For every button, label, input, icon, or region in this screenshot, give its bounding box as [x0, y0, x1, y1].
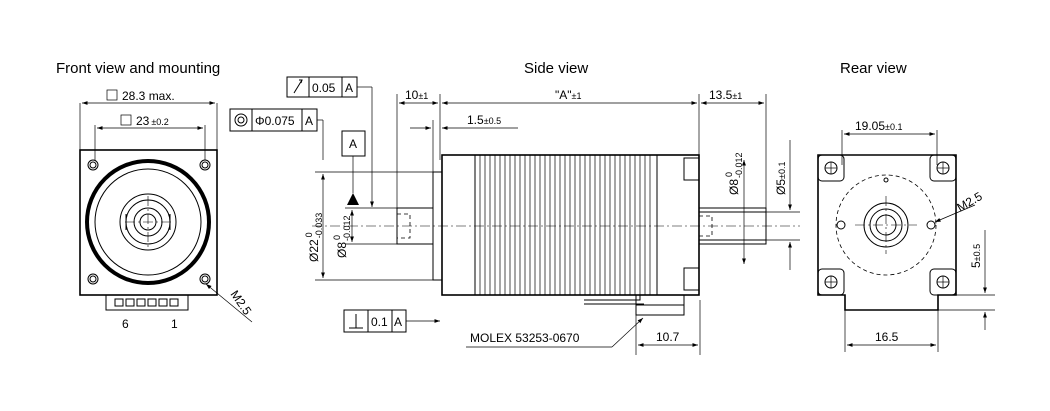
perp-value: 0.1	[371, 315, 388, 329]
svg-text:Ø5±0.1: Ø5±0.1	[774, 162, 788, 195]
rear-shaft-dim: 13.5	[709, 88, 733, 102]
dia22-tol-lower: -0.033	[314, 213, 324, 239]
svg-text:23±0.2: 23±0.2	[136, 114, 169, 128]
body-length-dim: "A"	[555, 88, 572, 102]
dia8-rear-tol-lower: -0.012	[734, 152, 744, 178]
svg-text:Ø80-0.012: Ø8 0-0.012	[332, 215, 352, 258]
svg-text:Ø220-0.033: Ø22 0-0.033	[304, 213, 324, 262]
front-inner-dim: 23	[136, 114, 150, 128]
side-view-title: Side view	[524, 60, 588, 77]
rear-height-tol: ±0.5	[972, 244, 982, 261]
svg-text:13.5±1: 13.5±1	[709, 88, 742, 102]
shaft-length-tol: ±1	[418, 91, 428, 101]
connector-label: MOLEX 53253-0670	[470, 331, 580, 345]
rear-shaft-tol: ±1	[732, 91, 742, 101]
rear-view-title: Rear view	[840, 60, 907, 77]
rear-bottom-dim: 16.5	[875, 330, 899, 344]
svg-text:1.5±0.5: 1.5±0.5	[467, 113, 501, 127]
dia8-tol-lower: -0.012	[342, 215, 352, 241]
front-view: 28.3 max. 23±0.2 6 1	[79, 89, 255, 331]
pin-6-label: 6	[122, 317, 129, 331]
svg-text:Ø80-0.012: Ø8 0-0.012	[724, 152, 744, 195]
rear-height-dim: 5	[969, 261, 983, 268]
dia8-dim: Ø8	[335, 242, 349, 258]
datum-a-box	[341, 130, 366, 157]
dia5-dim: Ø5	[774, 179, 788, 195]
dia22-tol-upper: 0	[304, 232, 314, 237]
dia22-dim: Ø22	[307, 239, 321, 262]
dia8-rear-dim: Ø8	[727, 179, 741, 195]
coax-datum: A	[305, 114, 313, 128]
dia5-tol: ±0.1	[777, 162, 787, 179]
pin-1-label: 1	[171, 317, 178, 331]
rear-width-tol: ±0.1	[885, 122, 902, 132]
shaft-length-dim: 10	[405, 88, 419, 102]
connector-dim: 10.7	[656, 330, 680, 344]
pilot-tol: ±0.5	[484, 116, 501, 126]
svg-text:"A"±1: "A"±1	[555, 88, 581, 102]
front-outer-dim: 28.3 max.	[122, 89, 175, 103]
datum-a-label: A	[349, 137, 357, 151]
runout-icon	[293, 79, 303, 94]
cooling-fins	[479, 155, 651, 295]
dia8-tol-upper: 0	[332, 235, 342, 240]
pilot-dim: 1.5	[467, 113, 484, 127]
body-length-tol: ±1	[572, 91, 582, 101]
front-inner-tol: ±0.2	[151, 117, 168, 127]
dia8-rear-tol-upper: 0	[724, 172, 734, 177]
rear-view: 19.05±0.1 M2.5 5±0.5 16.5	[817, 119, 995, 352]
rear-width-dim: 19.05	[855, 119, 885, 133]
coax-value: Φ0.075	[255, 114, 295, 128]
rear-thread-label: M2.5	[955, 189, 985, 215]
front-view-title: Front view and mounting	[56, 60, 220, 77]
perp-datum: A	[394, 315, 402, 329]
coaxiality-icon	[234, 113, 248, 127]
side-view: 0.05 A Φ0.075 A A 10±1 "A"±1 13.5±1	[229, 76, 800, 355]
svg-text:19.05±0.1: 19.05±0.1	[855, 119, 902, 133]
svg-text:5±0.5: 5±0.5	[969, 244, 983, 268]
runout-datum: A	[345, 81, 353, 95]
runout-value: 0.05	[312, 81, 336, 95]
front-thread-label: M2.5	[228, 288, 255, 318]
svg-text:10±1: 10±1	[405, 88, 428, 102]
